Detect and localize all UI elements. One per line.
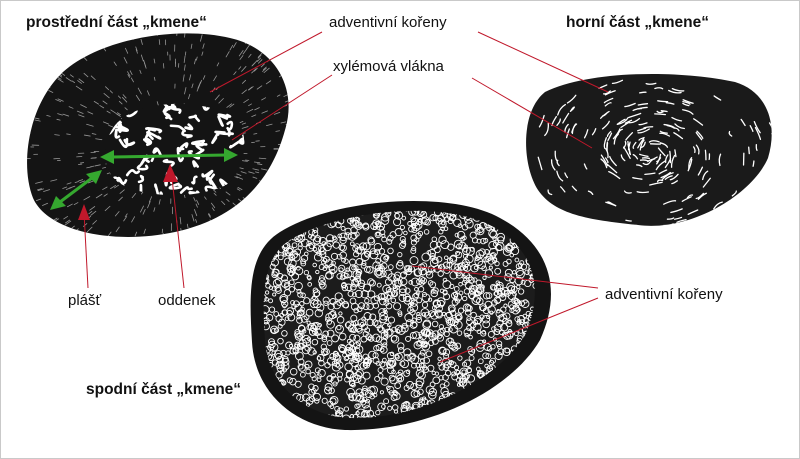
top-section-texture <box>537 79 772 226</box>
mantle-arrow-outer <box>50 196 66 210</box>
title-top-section: horní část „kmene“ <box>566 14 709 31</box>
measurement-arrows <box>50 148 238 210</box>
leader-roots-bottom-2 <box>439 297 599 363</box>
middle-stem-section <box>27 33 289 237</box>
core-width-arrow <box>111 153 227 159</box>
label-xylem-fibers: xylémová vlákna <box>333 58 444 75</box>
leader-xylem-middle <box>231 74 333 141</box>
leader-lines <box>83 31 609 363</box>
top-stem-section <box>526 73 772 226</box>
mantle-width-arrow <box>59 176 93 204</box>
label-adventitious-roots-top: adventivní kořeny <box>329 14 447 31</box>
core-arrow-right <box>224 148 238 162</box>
label-mantle: plášť <box>68 292 102 309</box>
bottom-stem-section <box>250 201 551 431</box>
mantle-arrow-head <box>78 204 90 220</box>
rhizome-arrow-head <box>163 164 178 182</box>
leader-xylem-top <box>471 77 593 149</box>
mantle-arrow-inner <box>86 170 102 184</box>
core-arrow-left <box>100 150 114 164</box>
leader-roots-middle <box>209 31 323 93</box>
leader-roots-top <box>477 31 609 93</box>
top-section-body <box>526 73 772 226</box>
label-rhizome: oddenek <box>158 292 216 309</box>
title-bottom-section: spodní část „kmene“ <box>86 381 242 398</box>
label-adventitious-roots-bottom: adventivní kořeny <box>605 286 723 303</box>
adventitious-roots-texture <box>263 210 535 419</box>
leader-mantle <box>83 211 89 289</box>
title-middle-section: prostřední část „kmene“ <box>26 14 207 31</box>
leader-roots-bottom-1 <box>411 265 599 289</box>
leader-rhizome <box>171 177 185 289</box>
